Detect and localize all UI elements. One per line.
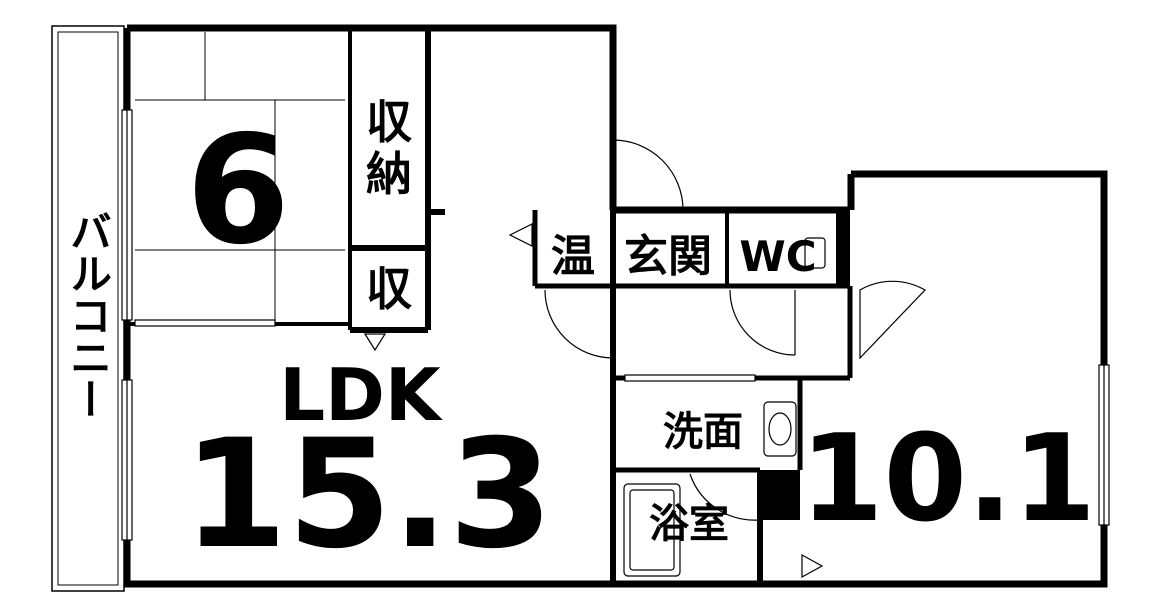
- ldk-size: 15.3: [183, 408, 553, 582]
- japanese-room-size: 6: [186, 104, 290, 278]
- ldk-label: LDK: [279, 353, 443, 437]
- closet-large-label-bottom: 納: [366, 147, 412, 201]
- balcony-label: バルコニー: [64, 210, 113, 420]
- closet-small-label: 収: [366, 262, 412, 316]
- bathroom-label: 浴室: [649, 501, 729, 547]
- interior-walls: [127, 28, 853, 584]
- entrance-label: 玄関: [624, 231, 712, 282]
- western-room-size: 10.1: [800, 410, 1096, 549]
- doors: [363, 139, 926, 579]
- tatami-lines: [135, 32, 345, 320]
- fixtures: [623, 237, 826, 577]
- washroom-label: 洗面: [663, 409, 743, 455]
- windows: [121, 109, 1110, 541]
- water-heater-label: 温: [551, 231, 595, 282]
- toilet-label: WC: [739, 232, 816, 281]
- closet-large-label-top: 収: [366, 95, 412, 149]
